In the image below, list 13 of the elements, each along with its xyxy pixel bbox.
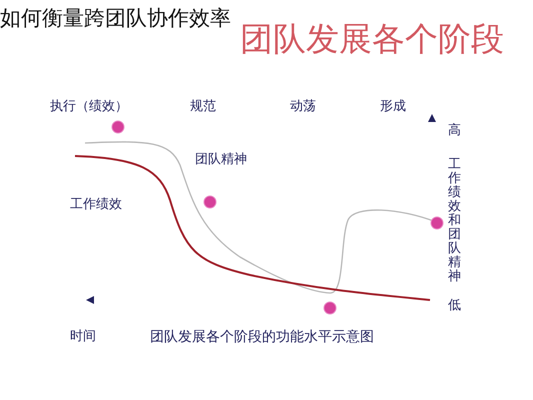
curve-label: 团队精神 — [195, 153, 247, 166]
axis-title: 工作绩效和团队精神 — [448, 158, 462, 284]
stage-label: 形成 — [380, 100, 406, 113]
axis-label: 时间 — [70, 330, 96, 343]
page-title: 如何衡量跨团队协作效率 — [0, 8, 231, 29]
chart-caption: 团队发展各个阶段的功能水平示意图 — [150, 330, 374, 344]
axis-label: 低 — [448, 299, 461, 312]
stage-label: 规范 — [190, 100, 216, 113]
stage-label: 动荡 — [290, 100, 316, 113]
axis-label: 高 — [448, 124, 461, 137]
curve-label: 工作绩效 — [70, 198, 122, 211]
chart-heading: 团队发展各个阶段 — [240, 22, 504, 55]
stage-label: 执行（绩效） — [50, 100, 128, 113]
